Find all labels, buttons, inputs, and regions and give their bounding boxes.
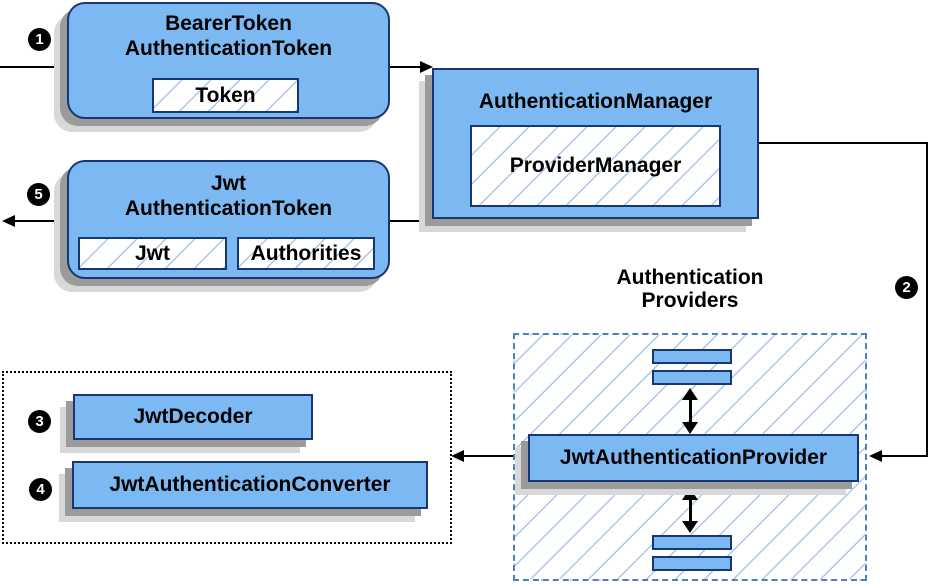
jwt-authentication-converter-node: JwtAuthenticationConverter bbox=[72, 461, 428, 509]
manager-to-provider-line-vertical bbox=[926, 142, 928, 457]
jwt-token-title-line1: Jwt bbox=[210, 172, 246, 195]
authorities-slot-label: Authorities bbox=[250, 241, 362, 265]
authentication-manager-title: AuthenticationManager bbox=[478, 90, 713, 113]
authorities-slot: Authorities bbox=[237, 237, 375, 270]
jwt-authentication-provider-label: JwtAuthenticationProvider bbox=[559, 446, 828, 469]
step-4-badge: 4 bbox=[29, 478, 52, 501]
double-arrow-down-head-icon bbox=[682, 521, 698, 533]
other-provider-bar bbox=[652, 349, 732, 364]
provider-manager-slot: ProviderManager bbox=[470, 125, 721, 207]
other-provider-bar bbox=[652, 535, 732, 550]
flow-out-arrowhead-icon bbox=[2, 215, 15, 227]
bearer-to-manager-arrowhead-icon bbox=[420, 61, 433, 73]
flow-in-line bbox=[0, 66, 66, 68]
step-2-badge: 2 bbox=[895, 276, 918, 299]
provider-down-double-arrow-icon bbox=[682, 488, 699, 533]
jwt-slot-label: Jwt bbox=[134, 241, 170, 265]
token-slot: Token bbox=[152, 78, 299, 113]
authentication-providers-title-line2: Providers bbox=[641, 289, 739, 312]
double-arrow-shaft bbox=[689, 397, 692, 425]
bearer-token-title-line1: BearerToken bbox=[165, 12, 292, 35]
jwt-authentication-provider-node: JwtAuthenticationProvider bbox=[528, 434, 859, 482]
jwt-decoder-label: JwtDecoder bbox=[133, 405, 253, 428]
provider-to-helpers-arrowhead-icon bbox=[451, 450, 464, 462]
manager-to-provider-line-horizontal-bottom bbox=[882, 455, 928, 457]
authentication-providers-title: Authentication Providers bbox=[550, 266, 830, 312]
manager-to-provider-line-horizontal-top bbox=[759, 142, 928, 144]
jwt-token-title-line2: AuthenticationToken bbox=[124, 197, 333, 220]
bearer-token-title-line2: AuthenticationToken bbox=[124, 37, 333, 60]
other-provider-bar bbox=[652, 556, 732, 571]
step-5-badge: 5 bbox=[27, 183, 50, 206]
double-arrow-up-head-icon bbox=[682, 488, 698, 500]
provider-to-helpers-line bbox=[464, 455, 528, 457]
double-arrow-up-head-icon bbox=[682, 388, 698, 400]
jwt-authentication-token-node: Jwt AuthenticationToken Jwt Authorities bbox=[67, 160, 390, 279]
step-3-badge: 3 bbox=[28, 410, 51, 433]
provider-up-double-arrow-icon bbox=[682, 388, 699, 434]
jwttoken-to-manager-line bbox=[388, 220, 432, 222]
step-1-badge: 1 bbox=[28, 28, 51, 51]
other-provider-bar bbox=[652, 370, 732, 385]
double-arrow-shaft bbox=[689, 497, 692, 524]
jwt-authentication-converter-label: JwtAuthenticationConverter bbox=[109, 473, 391, 496]
bearer-token-node: BearerToken AuthenticationToken Token bbox=[67, 2, 390, 119]
manager-to-provider-arrowhead-icon bbox=[869, 450, 882, 462]
provider-manager-label: ProviderManager bbox=[509, 154, 682, 177]
authentication-providers-title-line1: Authentication bbox=[616, 266, 764, 289]
bearer-to-manager-line bbox=[390, 66, 420, 68]
double-arrow-down-head-icon bbox=[682, 422, 698, 434]
jwt-slot: Jwt bbox=[78, 237, 227, 270]
authentication-manager-node: AuthenticationManager ProviderManager bbox=[432, 68, 759, 219]
token-slot-label: Token bbox=[195, 83, 256, 107]
flow-out-line bbox=[13, 220, 67, 222]
jwt-decoder-node: JwtDecoder bbox=[73, 394, 313, 440]
